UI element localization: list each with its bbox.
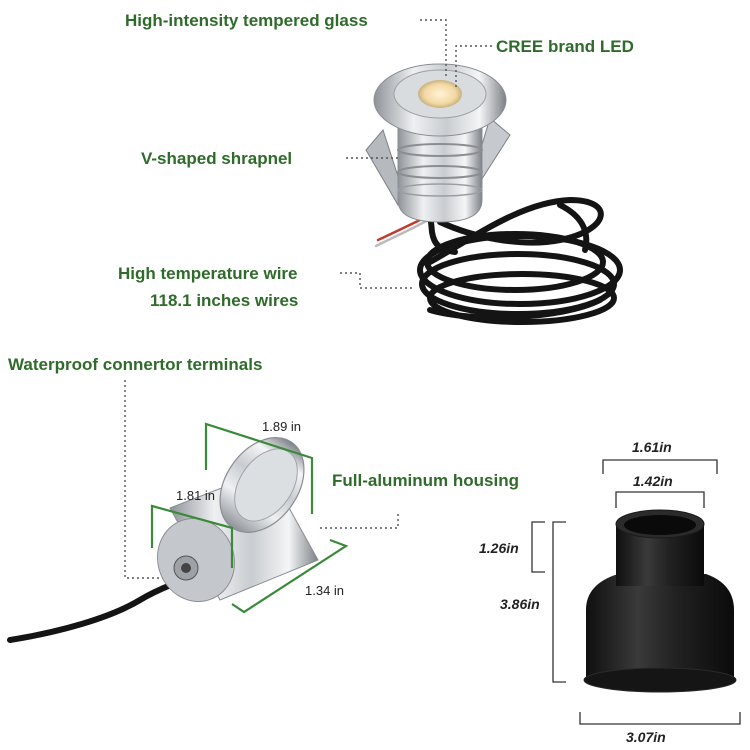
dim-sleeve-outer-top: 1.61in xyxy=(632,439,672,455)
body-groove-3 xyxy=(397,183,483,197)
label-v-shrapnel: V-shaped shrapnel xyxy=(141,149,293,168)
dim-side-width: 1.81 in xyxy=(176,488,216,503)
connector-core xyxy=(181,563,191,573)
sleeve-base xyxy=(586,574,734,688)
top-light-product xyxy=(365,63,623,325)
label-tempered-glass: High-intensity tempered glass xyxy=(125,11,368,30)
led-lens xyxy=(418,80,462,108)
dim-sleeve-inner-top: 1.42in xyxy=(633,473,673,489)
body-groove-1 xyxy=(397,143,483,157)
mounting-sleeve xyxy=(531,459,741,725)
side-light-product xyxy=(7,422,349,643)
sleeve-base-rim xyxy=(583,667,737,693)
label-aluminum-housing: Full-aluminum housing xyxy=(332,471,519,490)
body-groove-2 xyxy=(397,165,483,179)
leader-lines-top xyxy=(124,19,492,579)
dim-body-length: 1.34 in xyxy=(305,583,345,598)
label-cree-led: CREE brand LED xyxy=(496,37,634,56)
wire-coil xyxy=(417,196,623,325)
dim-top-width: 1.89 in xyxy=(262,419,302,434)
dim-sleeve-base-width: 3.07in xyxy=(626,729,666,745)
sleeve-neck xyxy=(616,524,704,586)
dim-sleeve-total-height: 3.86in xyxy=(500,596,540,612)
dimension-lines-green xyxy=(150,422,349,614)
side-face xyxy=(234,448,298,522)
dimension-lines-black xyxy=(531,459,741,725)
label-high-temp-wire: High temperature wire xyxy=(118,264,298,283)
label-wire-length: 118.1 inches wires xyxy=(150,291,299,310)
dim-sleeve-neck-height: 1.26in xyxy=(479,540,519,556)
side-cable xyxy=(7,577,185,643)
label-waterproof-connector: Waterproof connertor terminals xyxy=(8,355,263,374)
sleeve-mouth-inner xyxy=(624,515,696,535)
